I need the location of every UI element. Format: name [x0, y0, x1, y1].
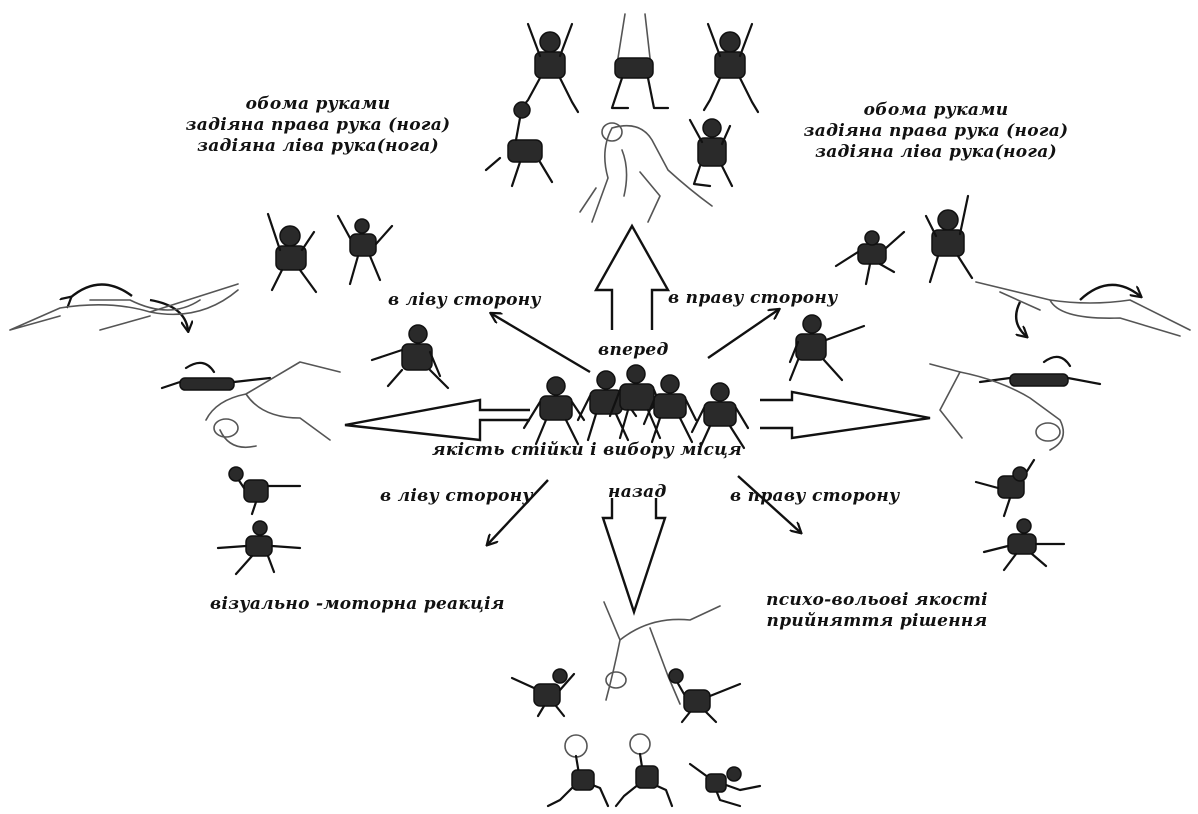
label-right-backward: в праву сторону — [730, 486, 900, 507]
figure-left-fall-outline — [206, 362, 340, 447]
top-left-line-2: задіяна права рука (нога) — [158, 115, 478, 136]
label-forward: вперед — [598, 340, 669, 361]
label-left-backward: в ліву сторону — [380, 486, 533, 507]
figure-bottom-left-roll — [512, 669, 574, 716]
top-left-label-block: обома руками задіяна права рука (нога) з… — [158, 94, 478, 157]
forward-hollow-arrow — [596, 226, 668, 330]
figure-left-kicker — [338, 216, 392, 284]
figure-bottom-right-roll — [669, 669, 740, 722]
figure-bottom-outline-fall — [604, 602, 720, 704]
top-left-line-3: задіяна ліва рука(нога) — [158, 136, 478, 157]
right-curved-arrow-1 — [1016, 302, 1026, 336]
right-curved-arrow-2 — [1080, 285, 1140, 300]
figure-right-kicker — [836, 231, 904, 284]
bottom-right-label-block: психо-вольові якості прийняття рішення — [722, 590, 1032, 632]
label-left-forward: в ліву сторону — [388, 290, 541, 311]
figure-right-roll-2 — [984, 519, 1064, 570]
bottom-right-line-2: прийняття рішення — [722, 611, 1032, 632]
figure-top-center-jump — [612, 14, 668, 108]
figure-top-right-kneel — [690, 119, 732, 186]
figure-right-lying — [980, 357, 1100, 386]
top-right-label-block: обома руками задіяна права рука (нога) з… — [766, 100, 1106, 163]
arrow-right-forward — [708, 310, 778, 358]
top-left-line-1: обома руками — [158, 94, 478, 115]
right-hollow-arrow — [760, 392, 930, 438]
figure-bottom-ball-group — [548, 734, 760, 806]
figure-left-roll-1 — [229, 467, 300, 514]
left-hollow-arrow — [345, 400, 530, 440]
figure-right-sitting-passer — [790, 315, 864, 380]
top-right-line-3: задіяна ліва рука(нога) — [766, 142, 1106, 163]
figure-left-sitting-passer — [372, 325, 448, 388]
figure-top-left-blocker — [520, 24, 578, 112]
left-curved-arrow-1 — [70, 284, 132, 298]
figure-left-roll-2 — [218, 521, 300, 574]
label-backward: назад — [608, 482, 667, 503]
figure-right-blocker — [926, 196, 972, 282]
figure-left-blocker — [268, 214, 316, 292]
figure-top-right-blocker — [704, 24, 758, 112]
top-right-line-1: обома руками — [766, 100, 1106, 121]
figure-top-outline-pair — [580, 123, 712, 222]
label-bottom-left: візуально -моторна реакція — [210, 594, 505, 615]
arrow-left-forward — [492, 314, 590, 372]
figure-right-roll-1 — [976, 460, 1034, 516]
figure-center-team — [524, 365, 748, 448]
figure-top-left-dive — [486, 102, 552, 186]
backward-hollow-arrow — [603, 498, 665, 612]
label-right-forward: в праву сторону — [668, 288, 838, 309]
top-right-line-2: задіяна права рука (нога) — [766, 121, 1106, 142]
bottom-right-line-1: психо-вольові якості — [722, 590, 1032, 611]
figure-right-swimmers-outline — [976, 282, 1190, 336]
figure-left-lying — [162, 363, 270, 390]
label-center: якість стійки і вибору місця — [432, 440, 742, 461]
